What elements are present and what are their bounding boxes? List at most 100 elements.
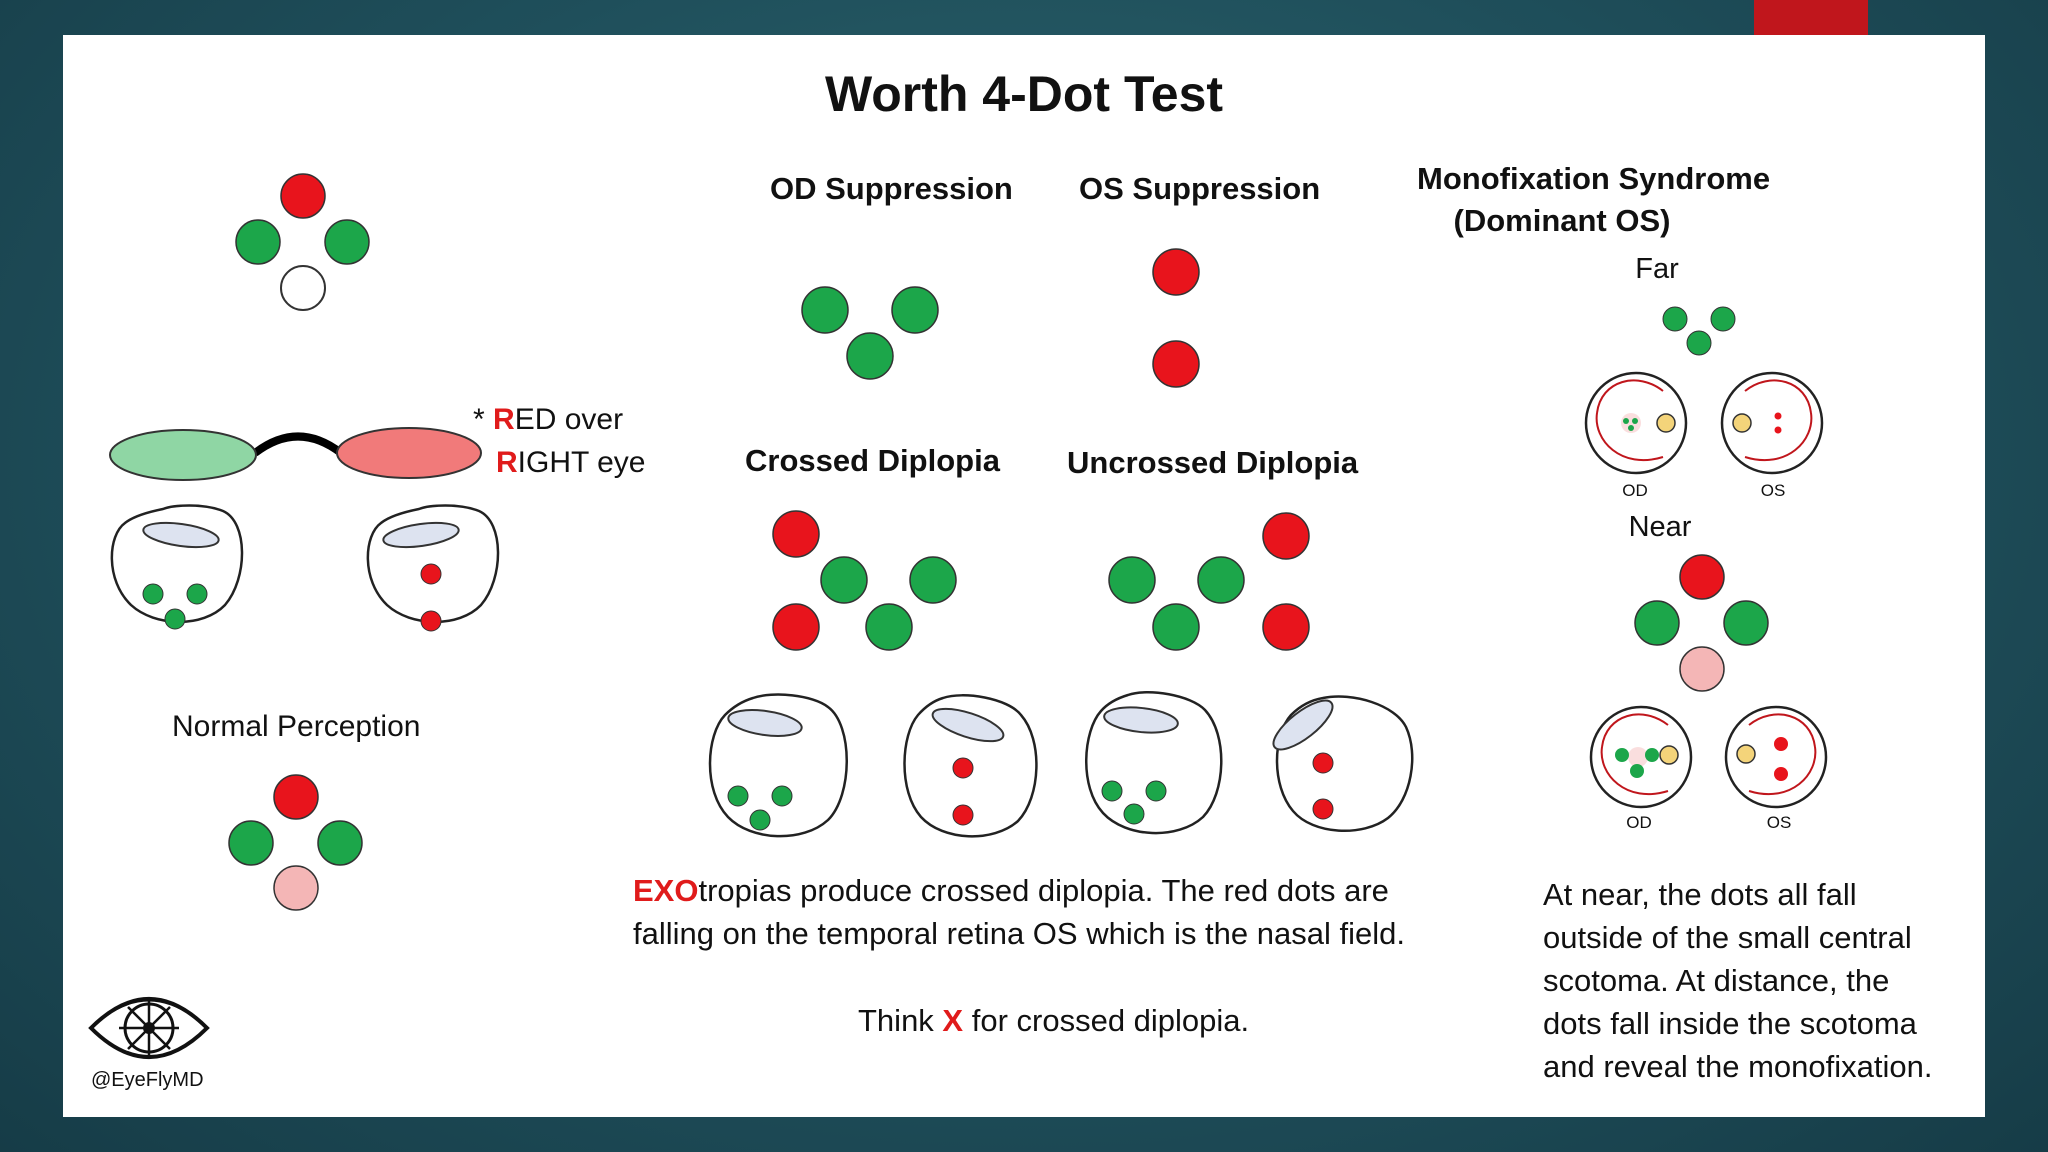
od-suppression-heading: OD Suppression — [770, 171, 1013, 206]
retina-red-dot — [1774, 412, 1782, 420]
retina-red-dot — [420, 610, 442, 632]
eye-lens — [727, 709, 803, 737]
eye-wheel-logo-icon — [88, 997, 210, 1059]
retina-red-dot — [420, 563, 442, 585]
retina-green-dot — [1628, 425, 1634, 431]
scotoma-arc — [1748, 713, 1817, 796]
near-red-dot — [1679, 554, 1725, 600]
retina-green-dot — [1101, 780, 1123, 802]
od-suppression-dots — [801, 286, 939, 380]
crossed-diplopia-heading: Crossed Diplopia — [745, 443, 1000, 478]
far-os-retina — [1720, 371, 1824, 475]
think-x-text: Think X for crossed diplopia. — [858, 999, 1249, 1042]
normal-perception-label: Normal Perception — [172, 710, 421, 743]
retina-red-dot — [1312, 798, 1334, 820]
near-green-dot — [1723, 600, 1769, 646]
retina-green-dot — [164, 608, 186, 630]
od-supp-green-dot — [891, 286, 939, 334]
retina-green-dot — [1623, 418, 1629, 424]
near-os-retina — [1724, 705, 1828, 809]
red-over-right-eye-note-line1: * RED over — [473, 403, 623, 437]
eye-lens — [1272, 699, 1334, 751]
normal-green-dot — [228, 820, 274, 866]
near-os-label: OS — [1767, 813, 1792, 832]
optic-disc — [1736, 744, 1756, 764]
uncrossed-red-dot — [1262, 603, 1310, 651]
monofix-text-line-2: outside of the small central — [1543, 920, 1912, 955]
fovea-pink — [1628, 747, 1648, 767]
retina-green-dot — [771, 785, 793, 807]
normal-perception-dots — [228, 774, 363, 911]
uncrossed-diplopia-dots — [1108, 512, 1310, 651]
eyeball-os-normal — [366, 504, 500, 632]
uncrossed-red-dot — [1262, 512, 1310, 560]
scotoma-arc — [1600, 713, 1669, 796]
near-pink-dot — [1679, 646, 1725, 692]
asterisk: * — [473, 403, 494, 436]
near-dots — [1634, 554, 1769, 692]
exo-line1-rest: tropias produce crossed diplopia. The re… — [698, 873, 1389, 908]
crossed-red-dot — [772, 603, 820, 651]
retina-green-dot — [142, 583, 164, 605]
os-supp-red-dot — [1152, 248, 1200, 296]
far-green-dot — [1662, 306, 1688, 332]
crossed-green-dot — [865, 603, 913, 651]
near-od-label: OD — [1626, 813, 1652, 832]
eyeball-crossed-os — [903, 694, 1038, 838]
flashlight-white-dot — [280, 265, 326, 311]
eyeball-uncrossed-os — [1272, 695, 1414, 833]
red-lens — [336, 427, 482, 479]
logo-handle: @EyeFlyMD — [91, 1069, 204, 1091]
retina-red-dot — [1312, 752, 1334, 774]
eyeball-uncrossed-od — [1085, 691, 1223, 835]
scotoma-arc — [1595, 379, 1664, 462]
flashlight-red-dot — [280, 173, 326, 219]
far-label: Far — [1635, 253, 1679, 285]
slide: Worth 4-Dot Test OD Suppression OS Suppr… — [63, 35, 1985, 1117]
optic-disc — [1732, 413, 1752, 433]
os-supp-red-dot — [1152, 340, 1200, 388]
os-suppression-heading: OS Suppression — [1079, 171, 1321, 206]
optic-disc — [1656, 413, 1676, 433]
exotropia-text-line2: falling on the temporal retina OS which … — [633, 916, 1405, 951]
crossed-green-dot — [909, 556, 957, 604]
uncrossed-green-dot — [1108, 556, 1156, 604]
think-after: for crossed diplopia. — [963, 1003, 1250, 1038]
normal-pink-dot — [273, 865, 319, 911]
crossed-red-dot — [772, 510, 820, 558]
retina-green-dot — [1632, 418, 1638, 424]
retina-green-dot — [1123, 803, 1145, 825]
eye-lens — [142, 521, 220, 549]
monofix-text-line-3: scotoma. At distance, the — [1543, 963, 1890, 998]
normal-red-dot — [273, 774, 319, 820]
normal-green-dot — [317, 820, 363, 866]
logo-eye-outline — [88, 997, 210, 1059]
uncrossed-diplopia-heading: Uncrossed Diplopia — [1067, 445, 1359, 480]
far-green-dot — [1710, 306, 1736, 332]
scotoma-arc — [1744, 379, 1813, 462]
od-supp-green-dot — [801, 286, 849, 334]
exotropia-text-line1: EXOtropias produce crossed diplopia. The… — [633, 869, 1389, 912]
flashlight-green-dot — [324, 219, 370, 265]
retina-green-dot — [1630, 764, 1644, 778]
monofixation-heading-line2: (Dominant OS) — [1453, 203, 1671, 238]
eyeball-crossed-od — [708, 693, 848, 838]
retina-red-dot — [952, 804, 974, 826]
near-od-retina — [1589, 705, 1693, 809]
right-eye-text: IGHT eye — [517, 446, 646, 479]
retina-red-dot — [1774, 767, 1788, 781]
retina-red-dot — [1774, 737, 1788, 751]
retina-green-dot — [1615, 748, 1629, 762]
worth-flashlight-dots — [235, 173, 370, 311]
far-green-dot — [1686, 330, 1712, 356]
monofix-text-line-1: At near, the dots all fall — [1543, 877, 1857, 912]
crossed-green-dot — [820, 556, 868, 604]
flashlight-green-dot — [235, 219, 281, 265]
glasses-bridge — [252, 432, 344, 457]
od-supp-green-dot — [846, 332, 894, 380]
crossed-diplopia-dots — [772, 510, 957, 651]
right-initial-r: R — [496, 446, 518, 479]
accent-bar — [1754, 0, 1868, 36]
uncrossed-green-dot — [1197, 556, 1245, 604]
os-suppression-dots — [1152, 248, 1200, 388]
